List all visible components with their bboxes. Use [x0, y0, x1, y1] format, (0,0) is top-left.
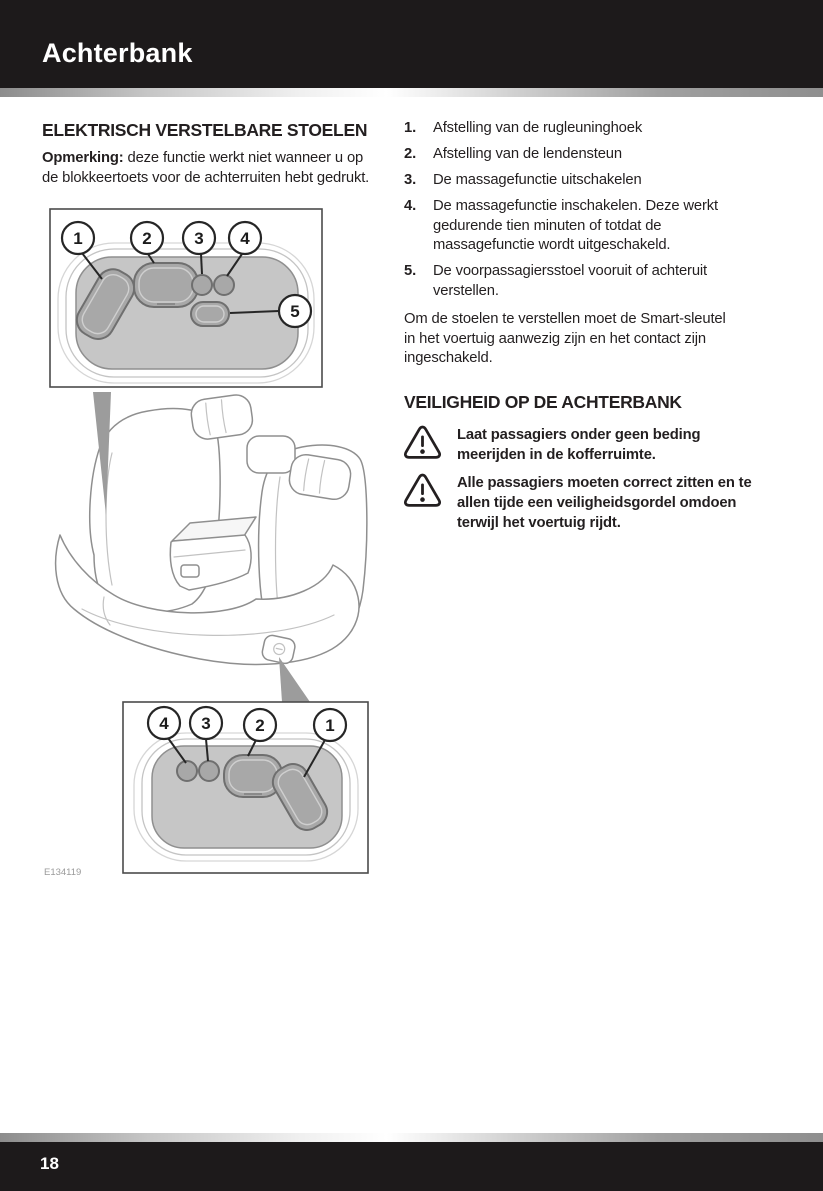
seat-controls-figure: 1 2 3 4 5 [44, 208, 369, 878]
armrest-seam [173, 549, 246, 558]
callout-1-number: 1 [73, 229, 82, 248]
footer-divider-strip [0, 1133, 823, 1142]
right-headrest [288, 453, 352, 501]
callout-5: 5 [277, 293, 313, 329]
callout-b1-number: 1 [325, 716, 334, 735]
list-text: Afstelling van de lendensteun [433, 146, 622, 162]
list-number: 3. [404, 172, 417, 188]
callout-4-number: 4 [240, 229, 250, 248]
list-number: 2. [404, 146, 417, 162]
warning-text: Alle passagiers moeten correct zitten en… [457, 474, 752, 531]
figure-bottom-panel: 4 3 2 1 [122, 701, 369, 874]
left-column: ELEKTRISCH VERSTELBARE STOELEN Opmerking… [42, 119, 382, 188]
footer-bar [0, 1142, 823, 1191]
callout-b1: 1 [312, 707, 348, 743]
callout-b4-number: 4 [159, 714, 169, 733]
lumbar-button [133, 262, 199, 308]
note-label: Opmerking: [42, 150, 124, 166]
center-headrest [246, 435, 296, 474]
callout-b4: 4 [146, 705, 182, 741]
section-title-electric-seats: ELEKTRISCH VERSTELBARE STOELEN [42, 120, 368, 140]
list-text: De massagefunctie uitschakelen [433, 172, 642, 188]
note-text: deze functie werkt niet wanneer u op de … [42, 150, 370, 186]
callout-2: 2 [129, 220, 165, 256]
list-number: 5. [404, 263, 417, 279]
warning-item-2: Alle passagiers moeten correct zitten en… [404, 471, 796, 533]
smart-key-paragraph: Om de stoelen te verstellen moet de Smar… [404, 311, 726, 366]
leader-line-b1 [303, 739, 326, 778]
header-bar [0, 0, 823, 88]
figure-top-panel: 1 2 3 4 5 [49, 208, 323, 388]
callout-2-number: 2 [142, 229, 151, 248]
leader-line-5 [229, 310, 280, 314]
figure-code: E134119 [44, 867, 81, 878]
list-item-4: 4. De massagefunctie inschakelen. Deze we… [404, 197, 796, 256]
massage-off-button [191, 274, 213, 296]
massage-on-button [213, 274, 235, 296]
warning-item-1: Laat passagiers onder geen beding meerij… [404, 423, 796, 465]
massage-on-button-2 [176, 760, 198, 782]
section-title-safety: VEILIGHEID OP DE ACHTERBANK [404, 391, 682, 412]
center-armrest [169, 534, 252, 591]
pointer-wedge-bottom [279, 657, 310, 702]
leader-line-3 [200, 253, 203, 275]
callout-b2-number: 2 [255, 716, 264, 735]
leader-line-4 [226, 253, 243, 277]
leader-line-b3 [205, 738, 209, 762]
list-number: 1. [404, 120, 417, 136]
list-number: 4. [404, 198, 417, 214]
list-text: De voorpassagiersstoel vooruit of achter… [433, 263, 708, 299]
callout-b3-number: 3 [201, 714, 210, 733]
right-column: 1. Afstelling van de rugleuninghoek 2. Afs… [404, 119, 796, 539]
leader-line-b2 [247, 739, 257, 757]
backrest-angle-button [75, 268, 136, 340]
pointer-wedge-top [93, 392, 111, 515]
callout-list: 1. Afstelling van de rugleuninghoek 2. Afs… [404, 119, 796, 301]
callout-b2: 2 [242, 707, 278, 743]
callout-b3: 3 [188, 705, 224, 741]
page-title: Achterbank [42, 38, 193, 68]
seat-side-control [261, 634, 296, 665]
warning-triangle-icon [404, 425, 441, 459]
cushion-front-seam [81, 608, 335, 636]
header-divider-strip [0, 88, 823, 97]
list-text: De massagefunctie inschakelen. Deze werk… [433, 198, 718, 253]
left-headrest [190, 394, 254, 440]
list-item-3: 3. De massagefunctie uitschakelen [404, 171, 796, 191]
cushion-left-seam [102, 596, 111, 626]
callout-4: 4 [227, 220, 263, 256]
callout-3: 3 [181, 220, 217, 256]
list-item-5: 5. De voorpassagiersstoel vooruit of acht… [404, 262, 796, 301]
seat-cushion [54, 534, 360, 666]
callout-5-number: 5 [290, 302, 299, 321]
warning-text: Laat passagiers onder geen beding meerij… [457, 426, 701, 463]
rear-bench-drawing [54, 394, 368, 666]
backrest-angle-button-2 [271, 763, 329, 831]
note-paragraph: Opmerking: deze functie werkt niet wanne… [42, 149, 378, 188]
front-seat-move-button [190, 301, 230, 327]
leader-line-1 [81, 252, 103, 280]
leader-line-b4 [167, 737, 187, 764]
warning-triangle-icon [404, 473, 441, 507]
callout-1: 1 [60, 220, 96, 256]
callout-3-number: 3 [194, 229, 203, 248]
page-number: 18 [40, 1154, 59, 1173]
list-item-1: 1. Afstelling van de rugleuninghoek [404, 119, 796, 139]
list-item-2: 2. Afstelling van de lendensteun [404, 145, 796, 165]
leader-line-2 [147, 253, 155, 264]
massage-off-button-2 [198, 760, 220, 782]
left-backrest-seam [105, 452, 113, 586]
armrest-notch [180, 564, 200, 578]
list-text: Afstelling van de rugleuninghoek [433, 120, 643, 136]
